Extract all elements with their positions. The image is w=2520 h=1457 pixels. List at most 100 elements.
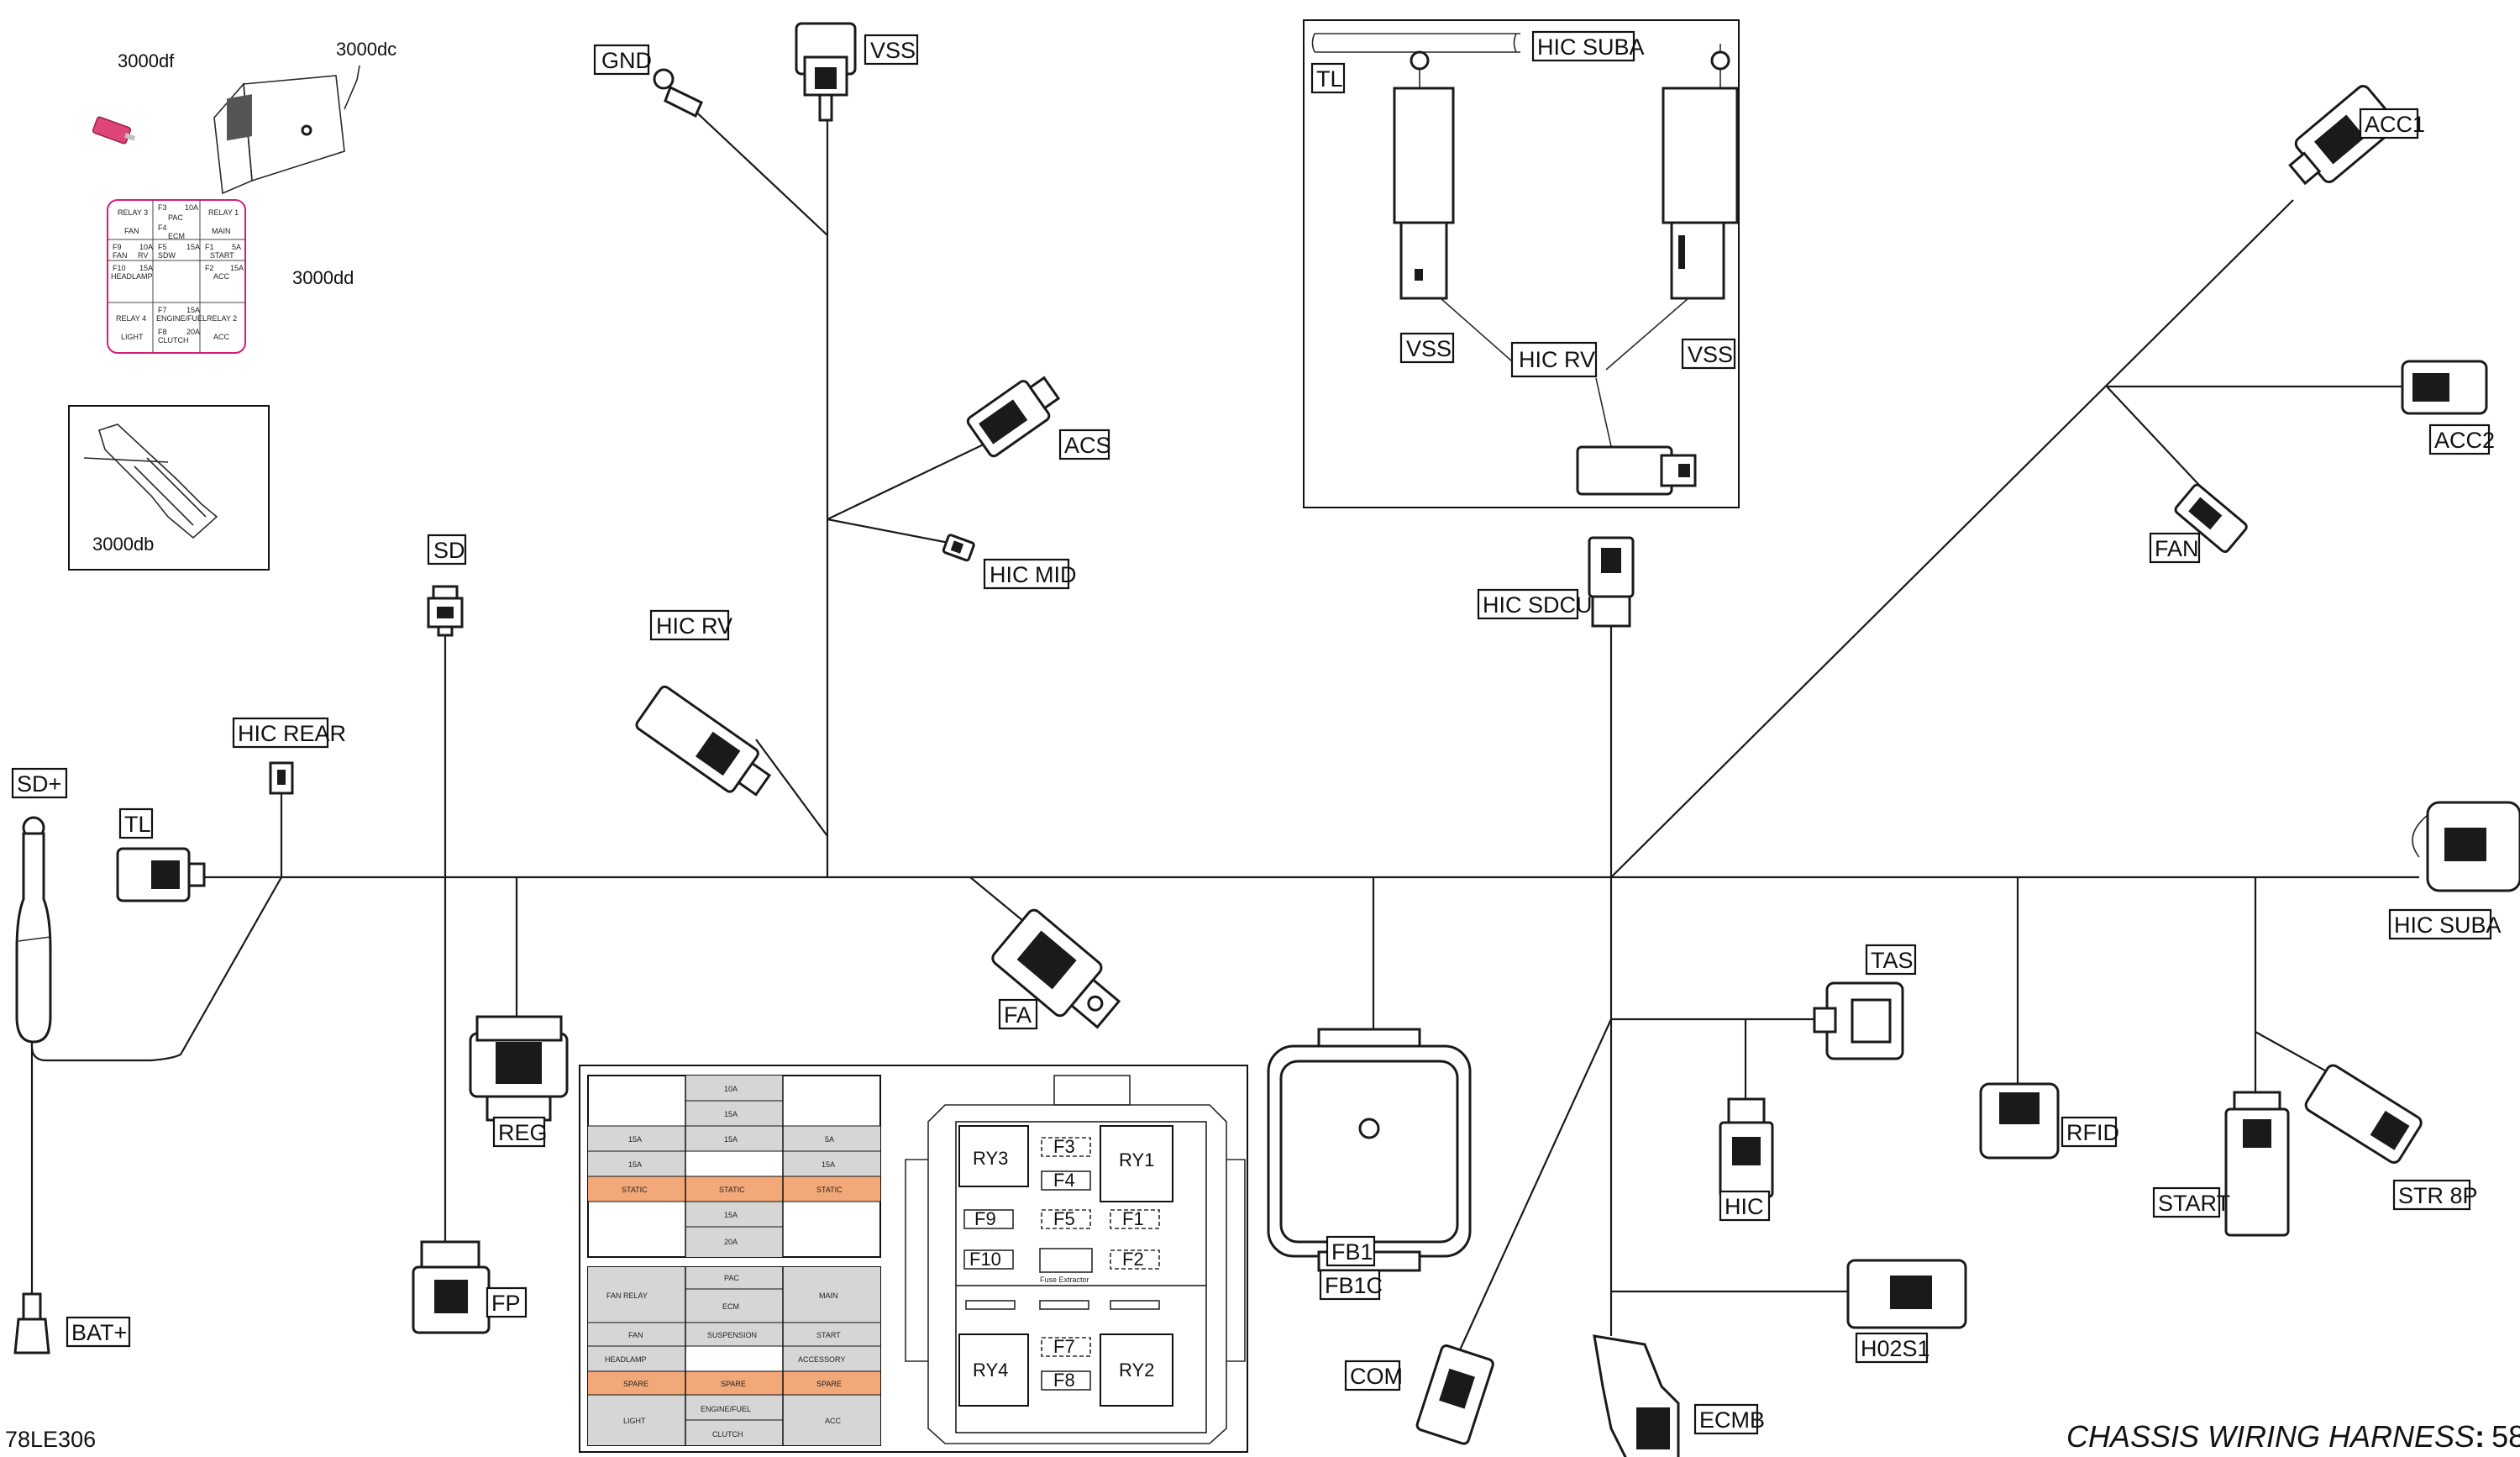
svg-text:15A: 15A	[628, 1135, 642, 1144]
fan-connector-icon	[2174, 483, 2248, 554]
svg-text:ACC: ACC	[825, 1417, 842, 1425]
label-tas: TAS	[1865, 944, 1917, 976]
label-fp: FP	[486, 1286, 528, 1318]
relay-ry3-icon: RY3	[958, 1125, 1029, 1187]
svg-text:ACC2: ACC2	[2434, 428, 2495, 453]
sd-plus-terminal-icon	[15, 816, 52, 1044]
svg-text:VSS: VSS	[1688, 342, 1733, 367]
com-connector-icon	[1415, 1344, 1494, 1445]
part-3000db-box	[68, 405, 270, 571]
svg-text:TAS: TAS	[1871, 948, 1914, 973]
svg-text:F1: F1	[1122, 1208, 1144, 1229]
acs-connector-icon	[966, 376, 1061, 458]
acs-branch-wire	[827, 432, 1009, 520]
svg-text:15A: 15A	[724, 1135, 738, 1144]
part-label-3000df: 3000df	[118, 50, 175, 71]
svg-text:15A: 15A	[186, 306, 200, 314]
fuse-box-drawing: RY3 RY1 RY4 RY2 F3 F4 F9 F5 F1 F10 F2	[905, 1075, 1246, 1444]
svg-text:F10: F10	[113, 264, 126, 272]
parts-area: 3000df 3000dc RELAY 3 F3 10A PAC RELAY 1…	[68, 39, 396, 571]
str-8p-connector-icon	[2304, 1064, 2423, 1164]
svg-text:Fuse Extractor: Fuse Extractor	[1040, 1276, 1089, 1284]
fuse-f9-icon: F9	[963, 1208, 1014, 1229]
label-acs: ACS	[1058, 429, 1111, 460]
svg-text:ECMB: ECMB	[1699, 1407, 1765, 1433]
svg-text:START: START	[2158, 1191, 2230, 1216]
svg-text:ECM: ECM	[722, 1302, 739, 1311]
svg-text:FAN: FAN	[113, 251, 128, 260]
label-sd: SD	[427, 534, 467, 565]
svg-text:REG: REG	[498, 1120, 548, 1145]
svg-text:FP: FP	[491, 1291, 521, 1316]
svg-text:15A: 15A	[230, 264, 244, 272]
svg-text:FB1: FB1	[1331, 1239, 1373, 1265]
svg-text:F1: F1	[205, 243, 214, 251]
inset-label-vss-right: VSS	[1681, 338, 1736, 370]
acc2-connector-icon	[2401, 360, 2488, 415]
h02s1-connector-icon	[1846, 1259, 1967, 1329]
svg-text:5A: 5A	[825, 1135, 834, 1144]
inset-label-hic-rv: HIC RV	[1510, 341, 1598, 378]
svg-text:F9: F9	[113, 243, 122, 251]
svg-text:F5: F5	[158, 243, 167, 251]
svg-text:HIC MID: HIC MID	[990, 562, 1077, 587]
label-start: START	[2152, 1186, 2230, 1218]
svg-text:BAT+: BAT+	[71, 1320, 127, 1345]
label-vss: VSS	[864, 34, 919, 66]
svg-text:FB1C: FB1C	[1325, 1273, 1383, 1298]
harness-wires	[30, 104, 2419, 1375]
svg-text:SUSPENSION: SUSPENSION	[707, 1331, 757, 1339]
svg-text:GND: GND	[601, 48, 652, 73]
label-acc2: ACC2	[2428, 423, 2495, 455]
svg-text:ACCESSORY: ACCESSORY	[798, 1355, 845, 1364]
svg-text:15A: 15A	[186, 243, 200, 251]
svg-text:15A: 15A	[724, 1211, 738, 1219]
label-hic-rear: HIC REAR	[232, 717, 346, 749]
svg-text:HIC REAR: HIC REAR	[238, 721, 346, 746]
acc1-connector-icon	[2288, 85, 2398, 186]
gnd-ring-terminal-icon	[653, 68, 703, 118]
label-str-8p: STR 8P	[2392, 1179, 2478, 1211]
relay-ry4-icon: RY4	[958, 1333, 1029, 1407]
connector-labels: GND VSS ACS HIC MID HIC RV SD HIC REAR S…	[11, 34, 2502, 1435]
label-hic-suba: HIC SUBA	[2388, 908, 2502, 940]
hic-mid-branch-wire	[827, 518, 958, 546]
svg-text:RFID: RFID	[2066, 1120, 2119, 1145]
svg-text:ENGINE/FUEL: ENGINE/FUEL	[701, 1405, 751, 1413]
title-text: CHASSIS WIRING HARNESS	[2066, 1419, 2475, 1454]
hic-mid-connector-icon	[942, 534, 975, 562]
svg-text:FAN RELAY: FAN RELAY	[606, 1291, 648, 1300]
relay-part-icon	[213, 65, 360, 195]
svg-text:10A: 10A	[724, 1085, 738, 1093]
svg-text:HIC SUBA: HIC SUBA	[1537, 34, 1645, 60]
label-hic: HIC	[1719, 1190, 1771, 1222]
label-gnd: GND	[593, 44, 652, 76]
svg-text:START: START	[816, 1331, 841, 1339]
svg-text:ACC: ACC	[213, 272, 230, 281]
svg-text:VSS: VSS	[1406, 336, 1452, 361]
svg-text:F8: F8	[158, 328, 167, 336]
svg-text:STR 8P: STR 8P	[2398, 1183, 2478, 1208]
svg-text:10A: 10A	[139, 243, 153, 251]
svg-text:20A: 20A	[186, 328, 200, 336]
svg-text:SD: SD	[433, 538, 465, 563]
label-ecmb: ECMB	[1693, 1403, 1765, 1435]
tl-connector-icon	[116, 847, 206, 902]
rfid-connector-icon	[1979, 1082, 2060, 1160]
label-sd-plus: SD+	[11, 767, 68, 799]
fuse-part-icon	[92, 116, 136, 145]
svg-text:HIC RV: HIC RV	[1519, 347, 1595, 372]
svg-text:FAN: FAN	[628, 1331, 643, 1339]
label-fa: FA	[998, 998, 1038, 1030]
relay-ry2-icon: RY2	[1100, 1333, 1173, 1407]
fuse-f5-icon: F5	[1041, 1208, 1091, 1229]
svg-text:TL: TL	[1316, 66, 1343, 92]
label-hic-sdcu: HIC SDCU	[1477, 588, 1593, 620]
svg-text:STATIC: STATIC	[622, 1186, 648, 1194]
fuse-f3-icon: F3	[1041, 1136, 1091, 1157]
fb1-module-icon	[1267, 1028, 1472, 1272]
label-bat-plus: BAT+	[66, 1316, 131, 1348]
svg-text:ACC: ACC	[213, 333, 230, 341]
